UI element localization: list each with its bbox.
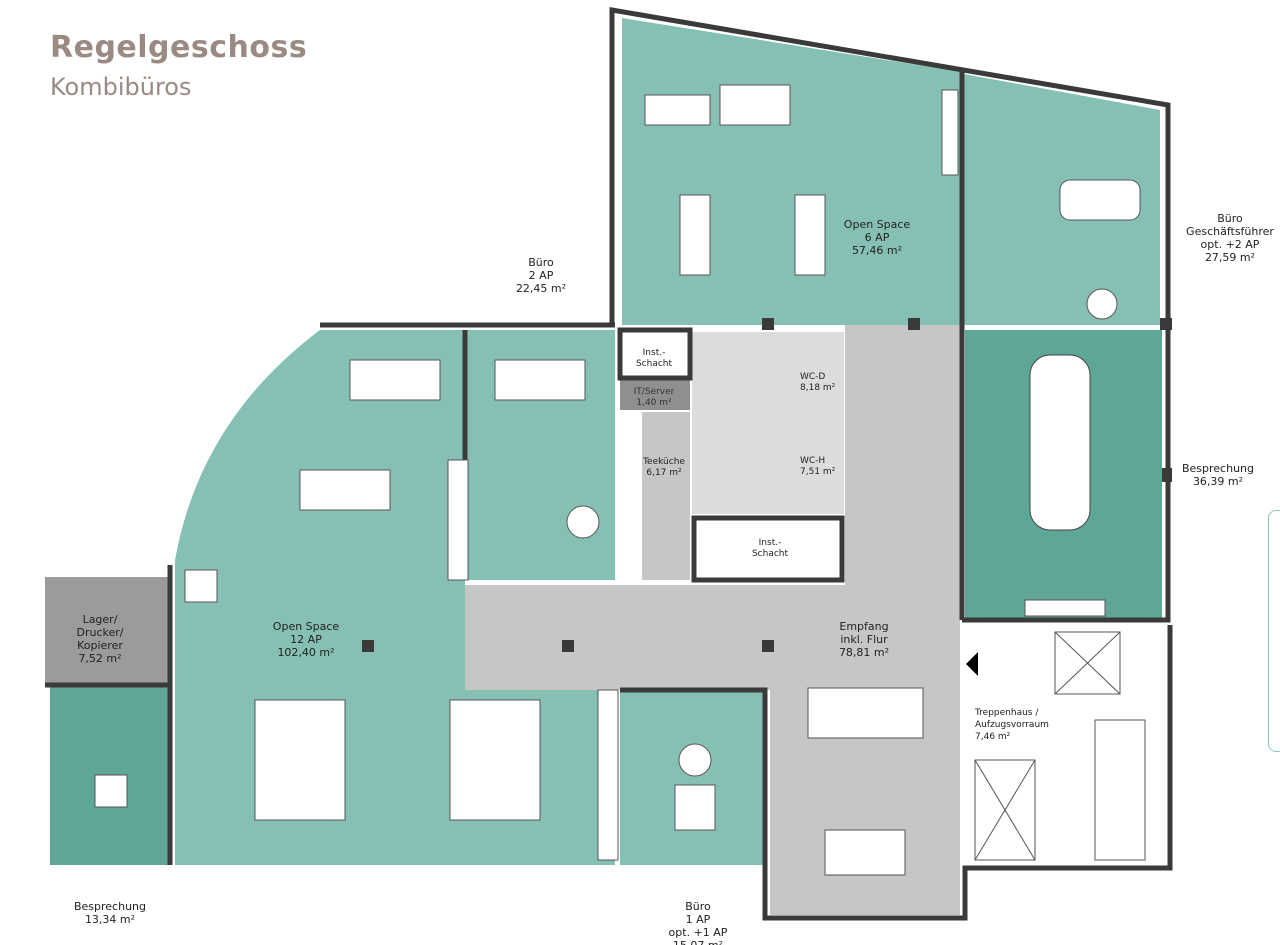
side-panel-edge[interactable]: [1268, 510, 1280, 752]
room-label-teekueche: Teeküche 6,17 m²: [643, 457, 685, 478]
room-label-buero-gf: Büro Geschäftsführer opt. +2 AP 27,59 m²: [1186, 212, 1274, 264]
room-label-open-space-12: Open Space 12 AP 102,40 m²: [272, 620, 340, 659]
room-teekueche: [642, 412, 690, 580]
room-label-inst-schacht-2: Inst.- Schacht: [751, 538, 789, 559]
page-subtitle: Kombibüros: [50, 73, 192, 101]
entrance-arrow-icon: [966, 652, 978, 676]
room-label-inst-schacht-1: Inst.- Schacht: [635, 348, 673, 369]
room-label-besprechung-36: Besprechung 36,39 m²: [1181, 462, 1255, 488]
room-label-wc-h: WC-H 7,51 m²: [800, 456, 836, 477]
room-label-lager: Lager/ Drucker/ Kopierer 7,52 m²: [76, 613, 124, 665]
room-label-buero-2ap: Büro 2 AP 22,45 m²: [515, 256, 567, 295]
stairs: [974, 631, 1146, 861]
room-open-space-6: [622, 18, 962, 325]
room-label-wc-d: WC-D 8,18 m²: [800, 372, 836, 393]
room-label-empfang: Empfang inkl. Flur 78,81 m²: [838, 620, 890, 659]
room-label-it-server: IT/Server 1,40 m²: [633, 387, 675, 408]
room-label-besprechung-13: Besprechung 13,34 m²: [73, 900, 147, 926]
room-buero-1ap: [620, 692, 765, 865]
desks: [254, 84, 1141, 876]
room-wc: [692, 332, 844, 514]
room-label-treppenhaus: Treppenhaus / Aufzugsvorraum 7,46 m²: [975, 708, 1049, 742]
page-title: Regelgeschoss: [50, 30, 308, 65]
room-label-buero-1ap: Büro 1 AP opt. +1 AP 15,07 m²: [668, 900, 728, 945]
conference-table: [1029, 354, 1091, 531]
room-corridor: [465, 325, 960, 915]
round-tables: [94, 288, 1118, 808]
room-lager: [45, 577, 170, 685]
room-it-server: [620, 380, 690, 410]
columns: [362, 318, 1172, 652]
room-label-open-space-6: Open Space 6 AP 57,46 m²: [843, 218, 911, 257]
